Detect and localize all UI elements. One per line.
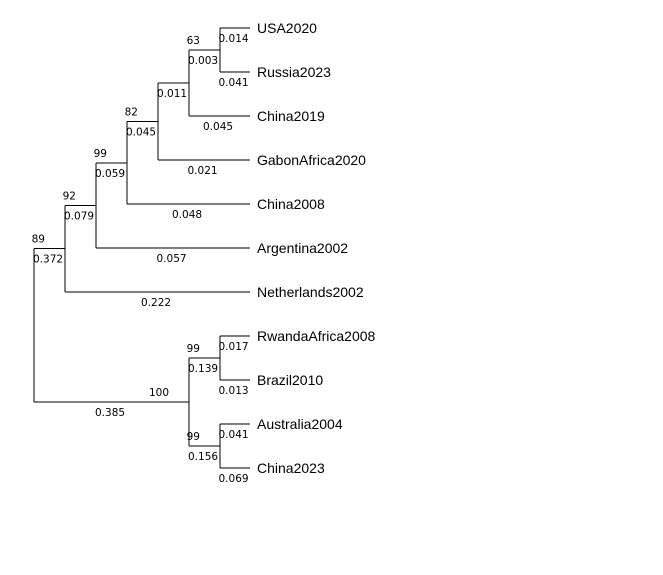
branch-length-label: 0.372 xyxy=(33,254,63,266)
bootstrap-value: 99 xyxy=(187,431,200,443)
bootstrap-value: 99 xyxy=(94,148,107,160)
branch-length-label: 0.069 xyxy=(219,473,249,485)
branch-length-label: 0.139 xyxy=(188,363,218,375)
branch-length-label: 0.156 xyxy=(188,451,218,463)
branch-length-label: 0.048 xyxy=(172,209,202,221)
taxon-label: China2023 xyxy=(257,460,325,476)
bootstrap-value: 82 xyxy=(125,107,138,119)
taxon-label: RwandaAfrica2008 xyxy=(257,328,376,344)
branch-length-label: 0.385 xyxy=(95,407,125,419)
bootstrap-value: 63 xyxy=(187,35,200,47)
branch-length-label: 0.021 xyxy=(188,165,218,177)
bootstrap-value: 100 xyxy=(149,387,169,399)
taxon-label: Australia2004 xyxy=(257,416,343,432)
taxon-label: China2008 xyxy=(257,196,325,212)
taxon-label: China2019 xyxy=(257,108,325,124)
branch-length-label: 0.041 xyxy=(219,77,249,89)
branch-length-label: 0.011 xyxy=(157,88,187,100)
branch-length-label: 0.045 xyxy=(126,127,156,139)
branch-length-label: 0.041 xyxy=(219,429,249,441)
branch-length-label: 0.045 xyxy=(203,121,233,133)
taxon-label: USA2020 xyxy=(257,20,317,36)
bootstrap-value: 99 xyxy=(187,343,200,355)
branch-length-label: 0.013 xyxy=(219,385,249,397)
taxon-label: Brazil2010 xyxy=(257,372,323,388)
branch-length-label: 0.014 xyxy=(219,33,249,45)
taxon-label: Argentina2002 xyxy=(257,240,348,256)
branch-length-label: 0.222 xyxy=(141,297,171,309)
branch-length-label: 0.017 xyxy=(219,341,249,353)
taxon-label: Russia2023 xyxy=(257,64,331,80)
branch-length-label: 0.059 xyxy=(95,168,125,180)
branch-length-label: 0.057 xyxy=(157,253,187,265)
taxon-label: Netherlands2002 xyxy=(257,284,364,300)
branch-length-label: 0.079 xyxy=(64,210,94,222)
branch-length-label: 0.003 xyxy=(188,55,218,67)
bootstrap-value: 89 xyxy=(32,234,45,246)
taxon-label: GabonAfrica2020 xyxy=(257,152,366,168)
bootstrap-value: 92 xyxy=(63,190,76,202)
